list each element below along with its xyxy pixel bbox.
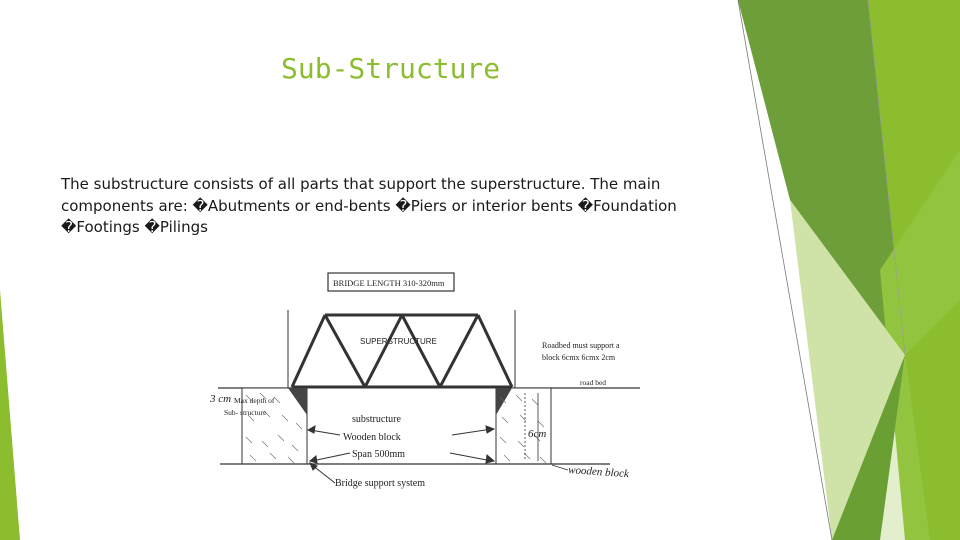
road-bed-label: road bed — [580, 378, 606, 387]
substructure-label: substructure — [352, 414, 401, 425]
slide-body-text: The substructure consists of all parts t… — [61, 175, 677, 236]
wooden-block-label: Wooden block — [343, 432, 401, 443]
max-depth-value: 3 cm — [209, 393, 231, 405]
max-depth-line2: Sub- structure — [224, 408, 267, 417]
roadbed-note-line2: block 6cmx 6cmx 2cm — [542, 353, 616, 362]
six-cm-label: 6cm — [528, 428, 546, 440]
bridge-diagram: BRIDGE LENGTH 310-320mm SUPERSTRUCTURE — [209, 272, 640, 489]
truss-superstructure — [290, 313, 514, 389]
support-system-label: Bridge support system — [335, 478, 425, 489]
bridge-length-box — [327, 272, 455, 292]
right-abutment — [495, 387, 552, 465]
slide-title: Sub-Structure — [281, 52, 501, 85]
annotation-arrows — [306, 393, 539, 484]
wooden-block-handwritten: wooden block — [568, 464, 631, 480]
roadbed-note-line1: Roadbed must support a — [542, 341, 620, 350]
bridge-length-label: BRIDGE LENGTH 310-320mm — [333, 278, 445, 288]
span-label: Span 500mm — [352, 449, 405, 460]
superstructure-label: SUPERSTRUCTURE — [360, 337, 437, 346]
left-abutment — [241, 387, 308, 465]
max-depth-line1: Max depth of — [234, 396, 275, 405]
